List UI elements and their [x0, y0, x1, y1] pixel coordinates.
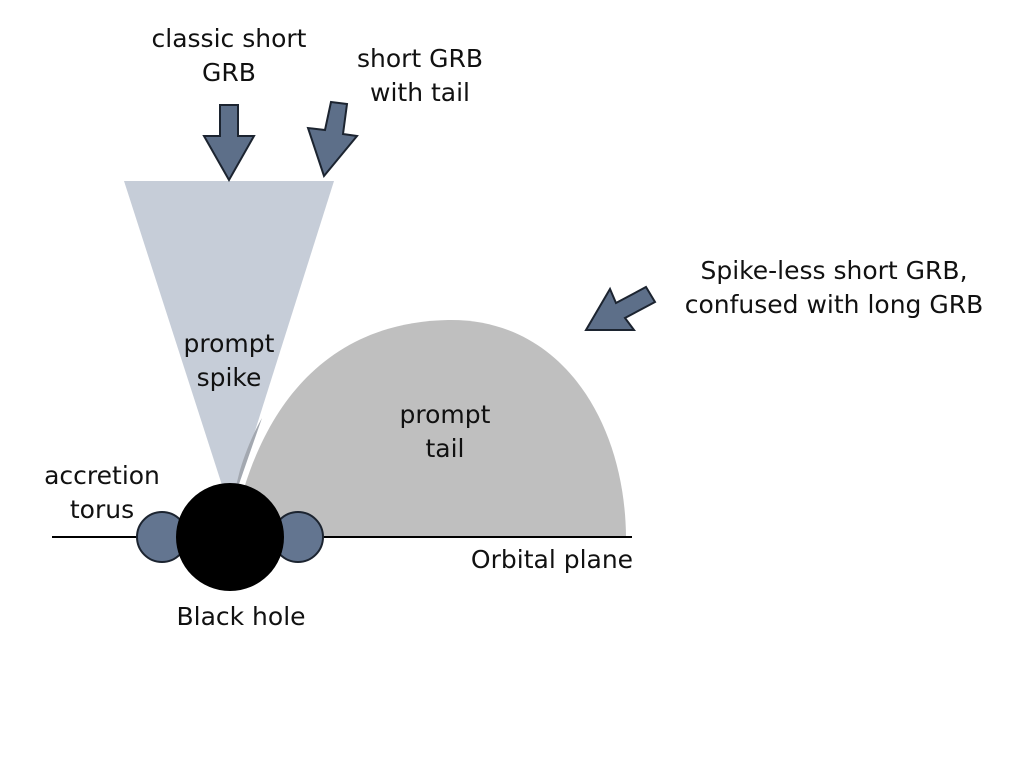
label-black-hole-text: Black hole: [176, 602, 306, 631]
label-accretion-torus-line2: torus: [69, 495, 135, 524]
label-accretion-torus-line1: accretion: [44, 461, 160, 490]
label-classic-short-grb-line2: GRB: [202, 58, 256, 87]
label-spike-less-line1: Spike-less short GRB,: [700, 256, 968, 285]
label-classic-short-grb: classic short GRB: [129, 22, 329, 90]
arrow-short-grb-with-tail: [306, 100, 359, 179]
label-short-grb-with-tail-line2: with tail: [370, 78, 470, 107]
label-classic-short-grb-line1: classic short: [151, 24, 307, 53]
label-prompt-spike-line2: spike: [196, 363, 262, 392]
label-prompt-tail-line2: tail: [425, 434, 465, 463]
arrow-classic-short-grb: [202, 104, 256, 183]
label-short-grb-with-tail-line1: short GRB: [356, 44, 484, 73]
label-black-hole: Black hole: [160, 600, 322, 634]
label-short-grb-with-tail: short GRB with tail: [330, 42, 510, 110]
label-orbital-plane-text: Orbital plane: [470, 545, 634, 574]
prompt-tail-lobe: [232, 319, 626, 537]
prompt-spike-cone: [124, 181, 334, 510]
label-prompt-spike: prompt spike: [164, 327, 294, 395]
label-orbital-plane: Orbital plane: [460, 543, 644, 577]
label-spike-less-short-grb: Spike-less short GRB, confused with long…: [664, 254, 1004, 322]
label-prompt-tail: prompt tail: [380, 398, 510, 466]
label-spike-less-line2: confused with long GRB: [684, 290, 984, 319]
label-prompt-spike-line1: prompt: [183, 329, 275, 358]
arrow-spike-less-short-grb: [584, 285, 657, 331]
label-prompt-tail-line1: prompt: [399, 400, 491, 429]
black-hole: [176, 483, 284, 591]
label-accretion-torus: accretion torus: [32, 459, 172, 527]
